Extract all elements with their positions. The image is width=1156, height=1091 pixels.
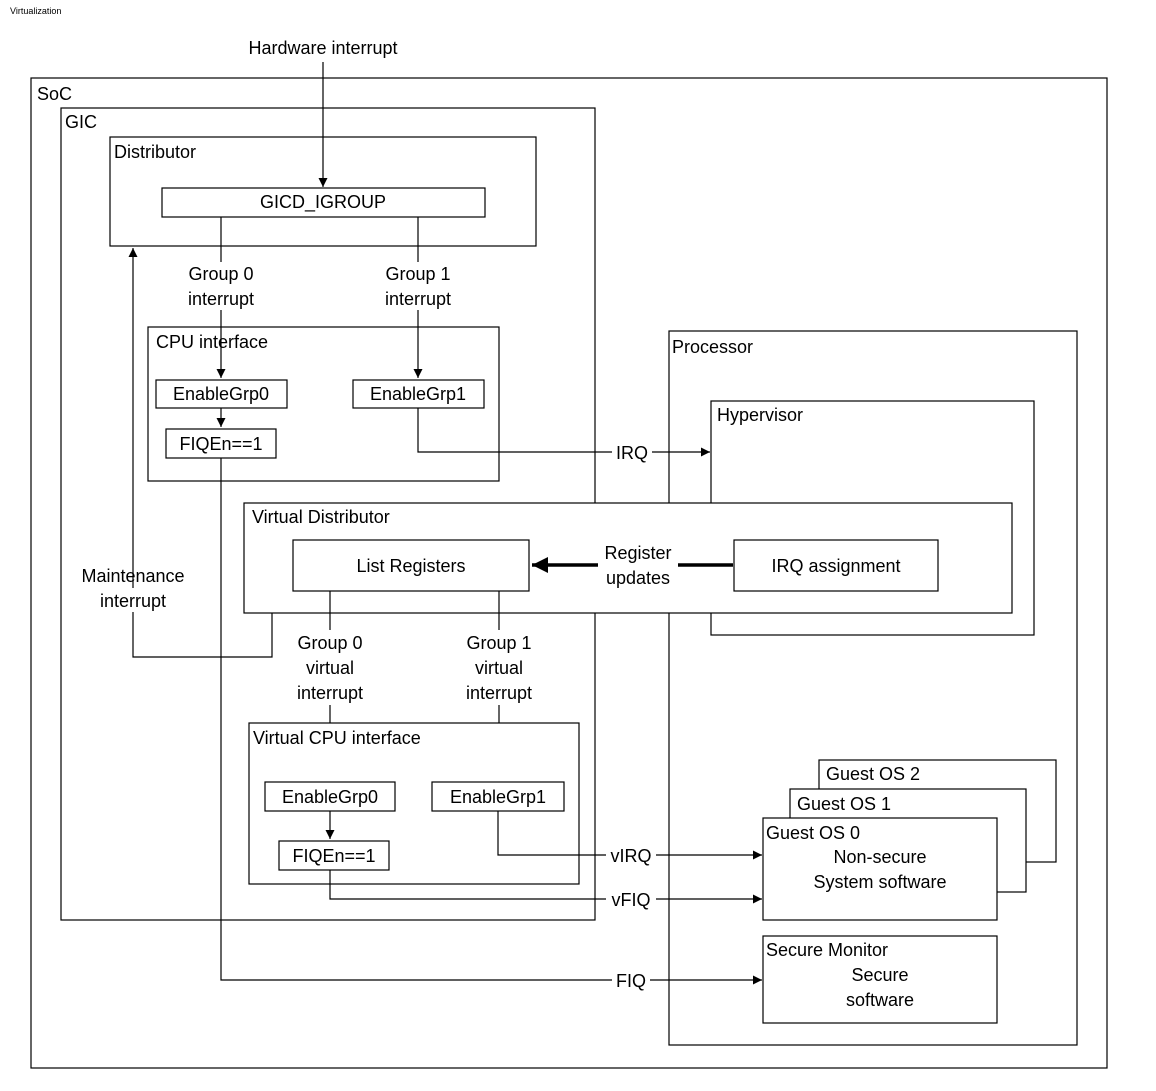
gicd-igroup-box — [161, 187, 486, 218]
group1-virtual-line1: Group 1 — [466, 633, 531, 653]
v-enable-grp0-box — [264, 781, 396, 812]
group1-virtual-line3: interrupt — [466, 683, 532, 703]
list-registers-box — [292, 539, 530, 592]
v-enable-grp1-label: EnableGrp1 — [450, 787, 546, 807]
guest-os-0-label: Guest OS 0 — [766, 823, 860, 843]
group0-interrupt-line2: interrupt — [188, 289, 254, 309]
group1-virtual-line2: virtual — [475, 658, 523, 678]
hypervisor-label: Hypervisor — [717, 405, 803, 425]
v-fiqen-label: FIQEn==1 — [292, 846, 375, 866]
group0-virtual-line2: virtual — [306, 658, 354, 678]
fiq-arrow — [220, 458, 762, 980]
virq-label: vIRQ — [610, 846, 651, 866]
register-updates-line2: updates — [606, 568, 670, 588]
secure-software-line2: software — [846, 990, 914, 1010]
fiq-label: FIQ — [616, 971, 646, 991]
maintenance-interrupt-arrow — [133, 248, 273, 658]
non-secure-line1: Non-secure — [833, 847, 926, 867]
cpu-interface-label: CPU interface — [156, 332, 268, 352]
irq-label: IRQ — [616, 443, 648, 463]
gic-label: GIC — [65, 112, 97, 132]
virtual-distributor-label: Virtual Distributor — [252, 507, 390, 527]
irq-assignment-label: IRQ assignment — [771, 556, 900, 576]
page-header: Virtualization — [10, 6, 62, 16]
guest-os-0-box — [762, 817, 998, 921]
group0-interrupt-line1: Group 0 — [188, 264, 253, 284]
maintenance-interrupt-line1: Maintenance — [81, 566, 184, 586]
vfiq-arrow — [329, 870, 762, 899]
group1-interrupt-line2: interrupt — [385, 289, 451, 309]
distributor-label: Distributor — [114, 142, 196, 162]
processor-label: Processor — [672, 337, 753, 357]
vfiq-label: vFIQ — [612, 890, 651, 910]
virq-arrow — [497, 811, 762, 855]
irq-assignment-box — [733, 539, 939, 592]
enable-grp0-label: EnableGrp0 — [173, 384, 269, 404]
irq-arrow — [417, 408, 710, 452]
secure-monitor-label: Secure Monitor — [766, 940, 888, 960]
guest-os-2-label: Guest OS 2 — [826, 764, 920, 784]
group0-virtual-line3: interrupt — [297, 683, 363, 703]
virtual-cpu-interface-label: Virtual CPU interface — [253, 728, 421, 748]
secure-software-line1: Secure — [851, 965, 908, 985]
enable-grp1-label: EnableGrp1 — [370, 384, 466, 404]
hardware-interrupt-label: Hardware interrupt — [248, 38, 397, 58]
v-enable-grp0-label: EnableGrp0 — [282, 787, 378, 807]
group1-interrupt-line1: Group 1 — [385, 264, 450, 284]
fiqen-label: FIQEn==1 — [179, 434, 262, 454]
secure-monitor-box — [762, 935, 998, 1024]
maintenance-interrupt-line2: interrupt — [100, 591, 166, 611]
non-secure-line2: System software — [813, 872, 946, 892]
group0-virtual-line1: Group 0 — [297, 633, 362, 653]
guest-os-1-label: Guest OS 1 — [797, 794, 891, 814]
gicd-igroup-label: GICD_IGROUP — [260, 192, 386, 213]
list-registers-label: List Registers — [356, 556, 465, 576]
register-updates-line1: Register — [604, 543, 671, 563]
fiqen-box — [165, 428, 277, 459]
v-fiqen-box — [278, 840, 390, 871]
soc-label: SoC — [37, 84, 72, 104]
